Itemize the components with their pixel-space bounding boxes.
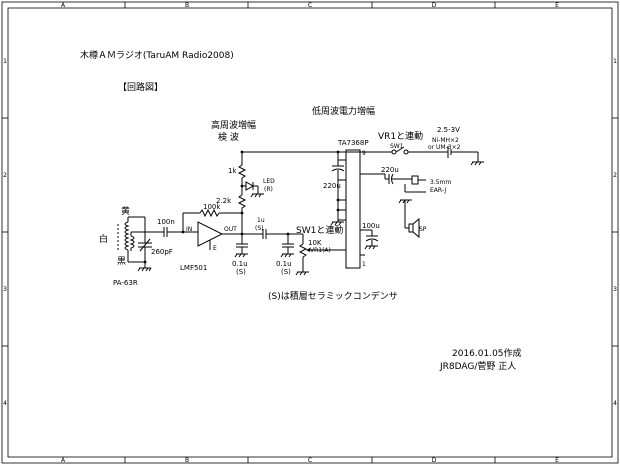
- frame-col-c-bottom: C: [308, 457, 312, 464]
- antenna-coil: 黄 白 黒 PA-63R: [99, 205, 150, 287]
- volume-name: VR1(A): [310, 247, 331, 254]
- battery-type-alt: or UM-3×2: [428, 144, 461, 151]
- input-cap-value: 100n: [157, 218, 175, 226]
- frame-col-a: A: [61, 2, 66, 9]
- speaker-label: SP: [419, 226, 427, 233]
- frame-col-a-bottom: A: [61, 457, 66, 464]
- jack-name: EAR-J: [430, 187, 446, 194]
- led-label: LED: [263, 178, 275, 185]
- vcc-rail: 220u: [242, 150, 392, 226]
- output-coupling-cap: 1u (S) 0.1u (S): [242, 217, 294, 276]
- frame-col-e-bottom: E: [555, 457, 559, 464]
- frame-col-b: B: [185, 2, 189, 9]
- power-switch-battery: SW1 2.5-3V Ni-MH×2 or UM-3×2: [390, 126, 484, 166]
- battery-type: Ni-MH×2: [432, 137, 459, 144]
- bypass-cap2-value: 0.1u: [276, 260, 292, 268]
- block-label-power-amp: 低周波電力増幅: [312, 105, 375, 117]
- tuning-capacitor: 260pF: [128, 236, 173, 272]
- volume-vr1: 10K VR1(A): [288, 233, 346, 276]
- decoupling-cap: 100u: [362, 222, 380, 250]
- ta7368p-ic: TA7368P 9 1: [337, 139, 385, 269]
- ic1-name: LMF501: [180, 264, 207, 272]
- schematic-title: 木樽ＡＭラジオ(TaruAM Radio2008): [80, 49, 234, 61]
- creation-date: 2016.01.05作成: [452, 347, 522, 359]
- coil-label-yellow: 黄: [121, 205, 130, 217]
- ic2-name: TA7368P: [337, 139, 369, 147]
- frame-column-labels-bottom: A B C D E: [61, 457, 559, 464]
- frame-row-labels-right: 1 2 3 4: [613, 58, 617, 407]
- frame-row-1: 1: [3, 58, 7, 65]
- coil-label-black: 黒: [117, 256, 126, 267]
- output-cap-value: 220u: [381, 166, 399, 174]
- volume-value: 10K: [308, 239, 322, 247]
- frame-row-4-right: 4: [613, 400, 617, 407]
- frame-row-3-right: 3: [613, 286, 617, 293]
- lmf501-ic: IN OUT E LMF501: [180, 221, 242, 272]
- frame-col-b-bottom: B: [185, 457, 189, 464]
- resistor-2k2-value: 2.2k: [216, 197, 232, 205]
- block-label-hf-amp: 高周波増幅: [211, 119, 256, 131]
- ic2-pin9: 9: [362, 150, 366, 157]
- frame-col-d: D: [432, 2, 437, 9]
- ic1-pin-in: IN: [186, 226, 192, 233]
- frame-col-d-bottom: D: [432, 457, 437, 464]
- frame-col-e: E: [555, 2, 559, 9]
- tuning-cap-value: 260pF: [151, 248, 173, 256]
- section-heading: 【回路図】: [118, 81, 163, 93]
- frame-row-labels-left: 1 2 3 4: [3, 58, 7, 407]
- led-color: (R): [264, 186, 273, 193]
- block-label-sw1-link: SW1と連動: [296, 224, 343, 236]
- block-label-vr1-link: VR1と連動: [378, 130, 423, 142]
- input-capacitor: 100n: [150, 218, 185, 237]
- switch-label: SW1: [390, 143, 404, 150]
- bias-network: 1k LED (R) 2.2k 0.1u (S): [216, 150, 275, 276]
- ic1-pin-out: OUT: [224, 226, 237, 233]
- coil-label-white: 白: [99, 233, 108, 245]
- jack-size: 3.5mm: [430, 179, 451, 186]
- block-label-detector: 検 波: [218, 131, 239, 143]
- frame-row-1-right: 1: [613, 58, 617, 65]
- frame-row-3: 3: [3, 286, 7, 293]
- frame-column-labels-top: A B C D E: [61, 2, 559, 9]
- supply-cap-value: 220u: [323, 182, 341, 190]
- decoupling-cap-value: 100u: [362, 222, 380, 230]
- bypass-cap2-type: (S): [281, 268, 291, 276]
- resistor-1k-value: 1k: [228, 167, 237, 175]
- frame-row-2-right: 2: [613, 172, 617, 179]
- frame-row-2: 2: [3, 172, 7, 179]
- battery-voltage: 2.5-3V: [437, 126, 460, 134]
- frame-row-4: 4: [3, 400, 7, 407]
- coupling-cap-type: (S): [255, 225, 264, 232]
- bypass-cap1-value: 0.1u: [232, 260, 248, 268]
- ic2-pin1: 1: [362, 261, 366, 268]
- author: JR8DAG/菅野 正人: [439, 360, 516, 372]
- bypass-cap1-type: (S): [236, 268, 246, 276]
- ceramic-cap-note: (S)は積層セラミックコンデンサ: [268, 290, 398, 302]
- coil-part-number: PA-63R: [113, 279, 138, 287]
- feedback-resistor: 100k: [182, 203, 244, 232]
- coupling-cap-value: 1u: [257, 217, 265, 224]
- frame-col-c: C: [308, 2, 312, 9]
- ic1-pin-e: E: [213, 245, 217, 252]
- feedback-resistor-value: 100k: [203, 203, 221, 211]
- output-stage: 220u 3.5mm EAR-J SP: [381, 166, 451, 239]
